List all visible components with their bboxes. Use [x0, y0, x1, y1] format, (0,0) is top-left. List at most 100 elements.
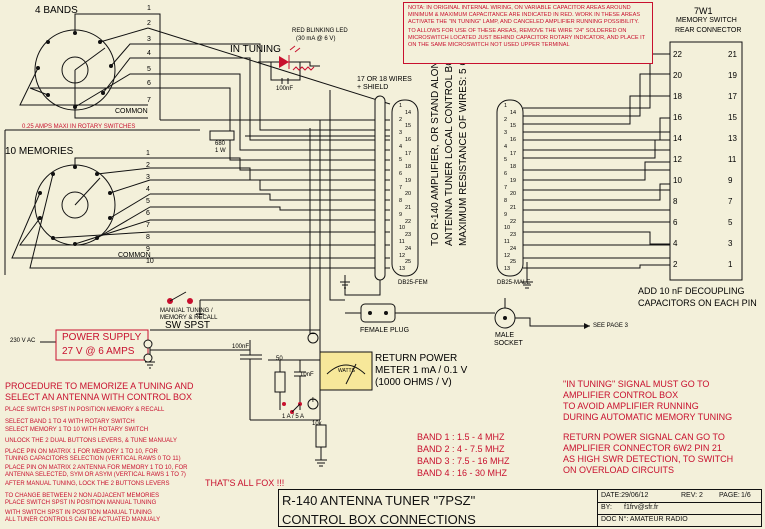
- label-fuse: 1 A / 5 A: [282, 414, 305, 420]
- in-tuning-led: [258, 45, 320, 84]
- db25-fem-pin: 8: [399, 198, 403, 205]
- return-note-4: ON OVERLOAD CIRCUITS: [563, 465, 675, 475]
- memories-wires: [11, 157, 151, 269]
- rear-pin-left: 2: [673, 260, 678, 269]
- db25-male-pin: 15: [510, 123, 517, 130]
- memories-pin: 6: [146, 210, 150, 217]
- db25-male-pin: 2: [504, 116, 508, 123]
- procedure-step-4: UNLOCK THE 2 DUAL BUTTONS LEVERS, & TUNE…: [5, 438, 178, 444]
- bands-pin: 6: [147, 80, 151, 87]
- db25-male-pin: 21: [510, 205, 517, 211]
- title-page-label: PAGE:: [719, 492, 740, 499]
- db25-fem-pin: 2: [399, 116, 403, 123]
- rear-pin-right: 17: [728, 92, 737, 101]
- title-rev: REV: 2: [681, 492, 703, 499]
- return-meter: [307, 332, 373, 410]
- procedure-step-3: SELECT MEMORY 1 TO 10 WITH ROTARY SWITCH: [5, 427, 149, 433]
- procedure-step-2: SELECT BAND 1 TO 4 WITH ROTARY SWITCH: [5, 419, 135, 425]
- rear-pin-right: 21: [728, 50, 737, 59]
- return-note-3: AS HIGH SWR DETECTION, TO SWITCH: [563, 454, 734, 464]
- label-manual-tuning-2: MEMORY & RECALL: [160, 315, 218, 321]
- label-r50: 50: [276, 356, 283, 362]
- label-power-supply: POWER SUPPLY: [62, 332, 142, 343]
- memories-pin: 7: [146, 222, 150, 229]
- label-ps-spec: 27 V @ 6 AMPS: [62, 346, 135, 357]
- label-db-plus: +: [310, 395, 316, 406]
- db25-male-pin: 20: [510, 191, 517, 198]
- rear-pin-right: 9: [728, 176, 733, 185]
- label-r10k: 10k: [312, 421, 322, 427]
- db25-fem-pin: 1: [399, 103, 403, 109]
- label-manual-tuning: MANUAL TUNING /: [160, 308, 213, 314]
- bands-wires: [19, 13, 161, 120]
- rear-pin-left: 16: [673, 113, 682, 122]
- label-shield: + SHIELD: [357, 84, 389, 91]
- title-page-num: 1/6: [741, 492, 751, 499]
- rear-pin-right: 15: [728, 113, 737, 122]
- label-add-cap-2: CAPACITORS ON EACH PIN: [638, 298, 757, 308]
- db25-fem-pin: 5: [399, 157, 403, 164]
- db25-fem-pin: 23: [405, 232, 412, 239]
- label-memory-switch: MEMORY SWITCH: [676, 17, 737, 24]
- db25-male-pin: 18: [510, 164, 517, 171]
- db25-fem-pin: 12: [399, 252, 406, 259]
- db25-fem-pin: 22: [405, 218, 412, 225]
- procedure-step-1: PLACE SWITCH SPST IN POSITION MEMORY & R…: [5, 407, 165, 413]
- db25-male-connector: [496, 99, 524, 277]
- label-watts: WATTS: [338, 368, 355, 374]
- db25-fem-pin: 19: [405, 177, 412, 184]
- db25-male-pin: 3: [504, 130, 508, 137]
- bands-pin: 2: [147, 20, 151, 27]
- memories-pin: 2: [146, 162, 150, 169]
- db25-male-pin: 13: [504, 266, 511, 273]
- db25-male-pin: 14: [510, 109, 517, 116]
- label-memories: 10 MEMORIES: [5, 146, 74, 157]
- label-res680: 680: [215, 141, 226, 147]
- label-female-plug: FEMALE PLUG: [360, 327, 410, 334]
- procedure-step-11: PLACE SWITCH SPST IN POSITION MANUAL TUN…: [5, 500, 157, 506]
- procedure-step-6: TUNING CAPACITORS SELECTION (VERTICAL RA…: [5, 456, 181, 462]
- label-vertical-2: ANTENNA TUNER LOCAL CONTROL BOX: [444, 51, 455, 246]
- db25-fem-pin: 16: [405, 137, 412, 143]
- db25-fem-pin: 17: [405, 150, 412, 157]
- db25-fem-pin: 18: [405, 164, 412, 171]
- label-all-fox: THAT'S ALL FOX !!!: [205, 478, 285, 488]
- procedure-step-7: PLACE PIN ON MATRIX 2 ANTENNA FOR MEMORY…: [5, 465, 188, 471]
- label-c10: 10nF: [300, 372, 314, 378]
- procedure-step-9: AFTER MANUAL TUNING, LOCK THE 2 BUTTONS …: [5, 481, 170, 487]
- db25-fem-pin: 24: [405, 245, 412, 252]
- fuse-selector[interactable]: [282, 402, 302, 414]
- power-supply: [55, 329, 153, 363]
- note-paragraph-1: NOTA: IN ORIGINAL INTERNAL WIRING, ON VA…: [408, 5, 641, 25]
- memories-pin: 3: [146, 174, 150, 181]
- db25-fem-connector: [374, 95, 419, 281]
- db25-male-pin: 17: [510, 150, 517, 157]
- title-date: DATE:29/06/12: [601, 492, 649, 499]
- label-res680w: 1 W: [215, 148, 226, 154]
- db25-fem-pin: 11: [399, 239, 405, 245]
- label-vertical-3: MAXIMUM RESISTANCE OF WIRES: 5 OHMS: [458, 35, 469, 246]
- db25-fem-pin: 3: [399, 130, 403, 137]
- female-plug: [345, 303, 470, 323]
- db25-male-pin: 22: [510, 218, 517, 225]
- db25-male-pin: 16: [510, 137, 517, 143]
- title-subtitle: CONTROL BOX CONNECTIONS: [282, 512, 476, 527]
- label-common-2: COMMON: [118, 252, 151, 259]
- procedure-step-5: PLACE PIN ON MATRIX 1 FOR MEMORY 1 TO 10…: [5, 449, 158, 455]
- db25-male-pin: 10: [504, 225, 511, 232]
- db25-male-pin: 9: [504, 211, 508, 218]
- shield-wires: [340, 262, 533, 296]
- rear-pin-left: 6: [673, 218, 678, 227]
- memories-rotary-switch: [34, 164, 116, 246]
- rear-connector: [669, 41, 743, 281]
- note-box: NOTA: IN ORIGINAL INTERNAL WIRING, ON VA…: [403, 2, 653, 64]
- label-bands: 4 BANDS: [35, 5, 78, 16]
- memories-pin: 8: [146, 234, 150, 241]
- db25-male-pin: 4: [504, 143, 508, 150]
- label-rotary-note: 0.25 AMPS MAXI IN ROTARY SWITCHES: [22, 124, 136, 130]
- memories-pin: 4: [146, 186, 150, 193]
- spst-switch[interactable]: [167, 291, 193, 304]
- bands-pin: 3: [147, 36, 151, 43]
- label-return-ohm: (1000 OHMS / V): [375, 377, 452, 388]
